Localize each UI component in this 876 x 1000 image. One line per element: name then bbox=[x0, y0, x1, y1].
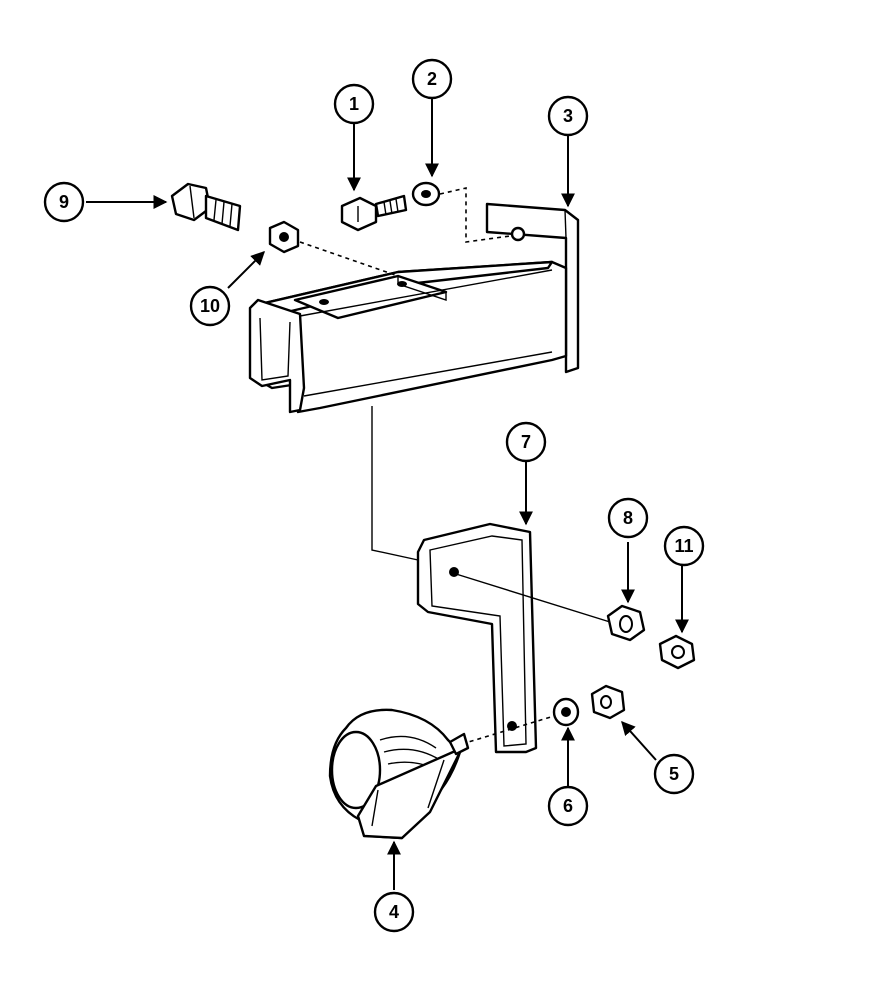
horn-part-4 bbox=[328, 708, 470, 840]
callout-4: 4 bbox=[373, 891, 415, 933]
nut-part-5 bbox=[590, 684, 626, 720]
svg-text:8: 8 bbox=[623, 508, 633, 528]
nut-part-10 bbox=[268, 220, 300, 254]
callout-11: 11 bbox=[663, 525, 705, 567]
assembly-line-nut-8 bbox=[455, 573, 611, 623]
bolt-part-1 bbox=[340, 194, 408, 232]
svg-text:9: 9 bbox=[59, 192, 69, 212]
mounting-bracket bbox=[248, 202, 580, 414]
callout-8: 8 bbox=[607, 497, 649, 539]
svg-text:5: 5 bbox=[669, 764, 679, 784]
nut-part-11 bbox=[658, 634, 696, 670]
bolt-part-9 bbox=[170, 182, 242, 232]
horn-bracket bbox=[416, 522, 538, 754]
svg-text:7: 7 bbox=[521, 432, 531, 452]
callout-1: 1 bbox=[333, 83, 375, 125]
callout-10: 10 bbox=[189, 285, 231, 327]
svg-text:6: 6 bbox=[563, 796, 573, 816]
svg-text:11: 11 bbox=[674, 536, 693, 556]
svg-text:10: 10 bbox=[200, 296, 220, 316]
svg-text:2: 2 bbox=[427, 69, 437, 89]
assembly-line-horn bbox=[461, 715, 555, 745]
nut-part-8 bbox=[606, 604, 646, 642]
svg-text:3: 3 bbox=[563, 106, 573, 126]
callout-6: 6 bbox=[547, 785, 589, 827]
callout-9: 9 bbox=[43, 181, 85, 223]
svg-text:4: 4 bbox=[389, 902, 399, 922]
assembly-line-bracket bbox=[371, 406, 419, 561]
callout-3: 3 bbox=[547, 95, 589, 137]
callout-2: 2 bbox=[411, 58, 453, 100]
washer-part-6 bbox=[552, 697, 580, 727]
assembly-line-bolt-9 bbox=[299, 241, 399, 277]
callout-5: 5 bbox=[653, 753, 695, 795]
callout-7: 7 bbox=[505, 421, 547, 463]
svg-text:1: 1 bbox=[349, 94, 359, 114]
leader-arrows bbox=[86, 98, 689, 890]
washer-part-2 bbox=[411, 181, 441, 207]
